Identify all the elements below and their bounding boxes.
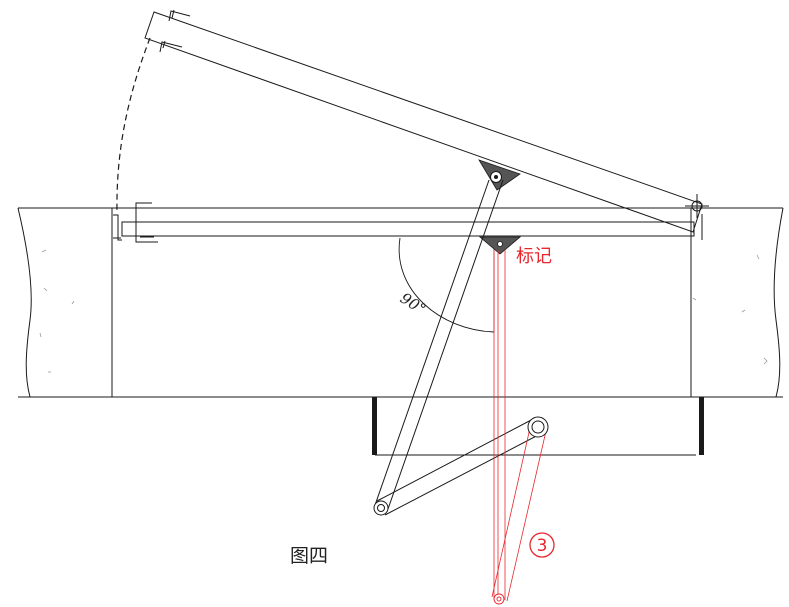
marker-lines	[493, 250, 506, 600]
link-arm-upper	[373, 179, 504, 510]
pivot-bottom-red	[493, 593, 505, 605]
pivot-right	[527, 416, 549, 438]
step-number-badge: 3	[529, 532, 555, 558]
body-tick-marks	[39, 249, 768, 373]
latch-brackets	[113, 9, 191, 243]
hinge-upper	[478, 159, 521, 191]
angle-label: 90°	[397, 289, 429, 318]
pivot-lower-left	[373, 500, 389, 516]
lid-closed	[121, 221, 695, 237]
hinge-lower	[478, 236, 522, 255]
angle-arc	[398, 237, 495, 333]
swing-arc-dashed	[116, 37, 151, 213]
lid-open	[144, 11, 703, 233]
link-arm-lower	[376, 417, 545, 516]
link-arm-red	[491, 427, 547, 602]
bottom-box	[372, 397, 704, 456]
marker-label: 标记	[516, 246, 552, 267]
lid-pivot	[685, 194, 709, 240]
figure-caption: 图四	[290, 545, 328, 567]
step-number-text: 3	[537, 536, 548, 556]
